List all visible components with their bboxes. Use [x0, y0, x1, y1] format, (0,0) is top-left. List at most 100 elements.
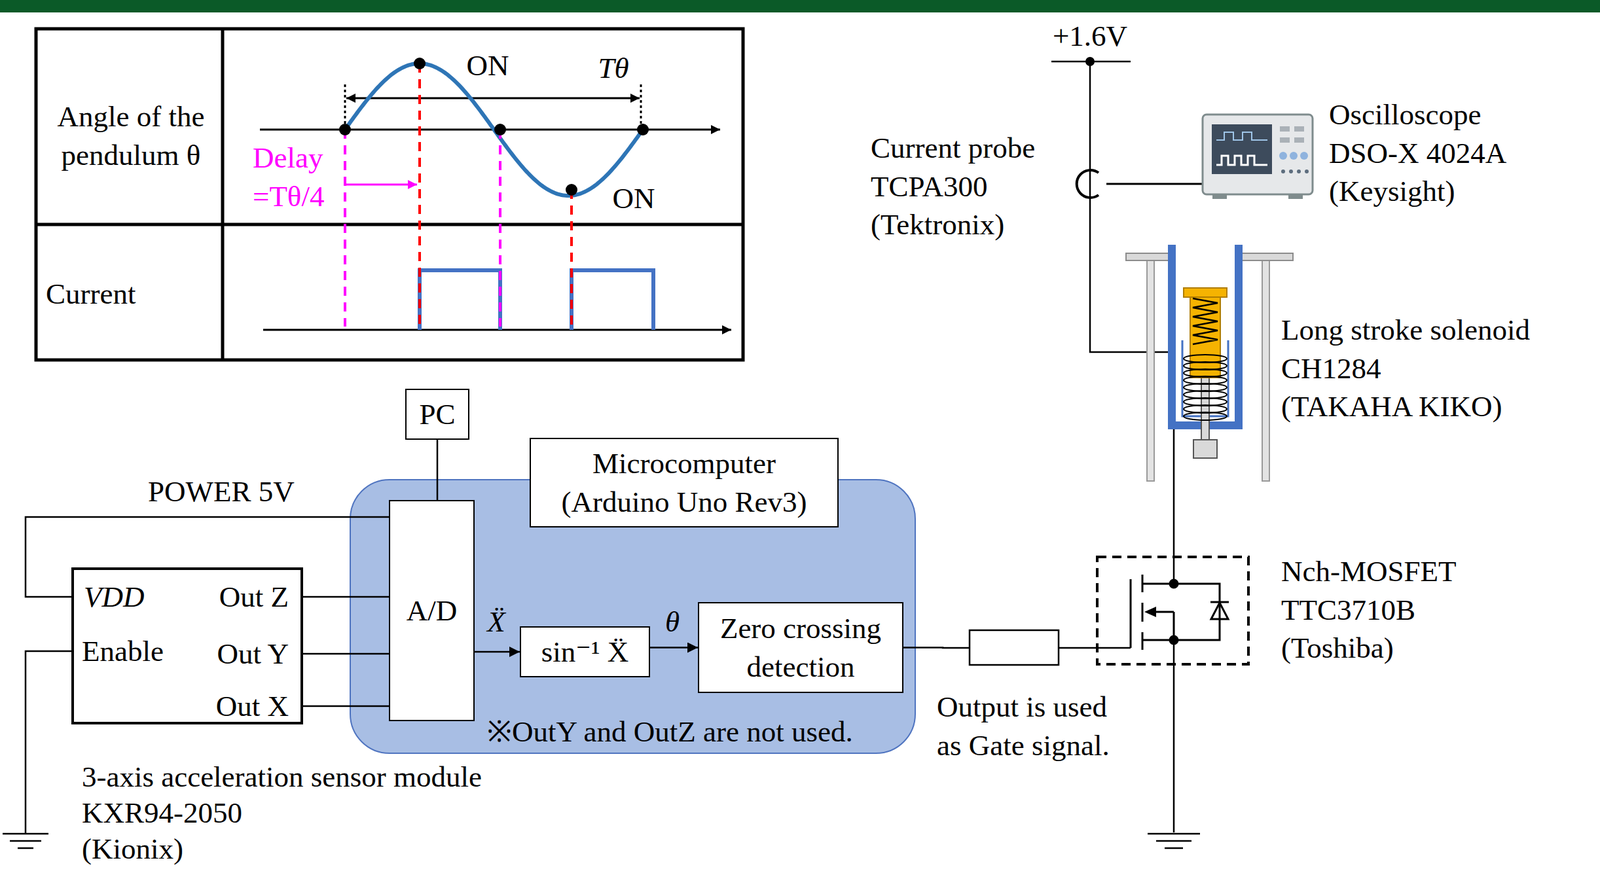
ground-symbol [1156, 840, 1192, 843]
supply-wire [1173, 418, 1184, 584]
node-text: Out Y [216, 635, 289, 674]
edge-label-holder: POWER 5V [147, 472, 295, 512]
text-line: Angle of the [57, 97, 205, 137]
ground-symbol [1164, 847, 1183, 850]
current-probe [1076, 170, 1099, 198]
text-line: Current probe [870, 128, 1036, 168]
connector [303, 705, 389, 708]
timing-table [36, 28, 744, 361]
label-holder: Nch-MOSFET TTC3710B (Toshiba) [1281, 552, 1457, 668]
node-text: Out X [216, 687, 289, 727]
connector [303, 596, 389, 599]
resistor-symbol [969, 630, 1059, 666]
mosfet-symbol [1141, 602, 1144, 622]
text-line: Oscilloscope [1328, 95, 1507, 135]
oscilloscope-icon [1281, 169, 1286, 174]
period-marker [346, 97, 640, 100]
mosfet-symbol [1169, 636, 1178, 645]
label-text: Output is used as Gate signal. [936, 688, 1110, 765]
edge-label-holder: Ẍ [487, 602, 506, 642]
solenoid-coil [1183, 298, 1227, 421]
microcomputer-label-box: Microcomputer (Arduino Uno Rev3) [529, 437, 839, 528]
text-line: as Gate signal. [936, 726, 1110, 766]
delay-arrow [345, 183, 418, 186]
period-marker [640, 84, 643, 129]
plunger-spring [1192, 298, 1218, 345]
node-text: A/D [406, 591, 458, 631]
ground-symbol [9, 840, 42, 843]
connector [303, 653, 389, 656]
oscilloscope-icon [1289, 169, 1293, 174]
label-text: Long stroke solenoid CH1284 (TAKAHA KIKO… [1281, 310, 1530, 427]
node-text: Enable [81, 632, 164, 672]
edge-label-holder: θ [665, 602, 680, 642]
solenoid-drawing [1183, 288, 1227, 298]
label-text: Angle of the pendulum θ [57, 97, 205, 175]
enable-wire [25, 651, 72, 835]
gate-signal-wire [903, 646, 970, 649]
text-holder: Out X [216, 687, 289, 727]
period-marker [344, 84, 347, 129]
time-axis [259, 128, 721, 131]
node-text: VDD [83, 578, 145, 617]
label-text: +1.6V [1052, 17, 1128, 56]
ground-symbol [17, 847, 34, 850]
mosfet-symbol [1210, 601, 1229, 604]
text-line: TTC3710B [1281, 591, 1457, 630]
mosfet-symbol [1097, 557, 1249, 665]
resistor-symbol [969, 630, 1059, 666]
oscilloscope-icon [1211, 124, 1273, 175]
time-axis [263, 329, 732, 332]
label-holder: Delay =Tθ/4 [252, 138, 325, 216]
oscilloscope-icon [1202, 114, 1313, 200]
text-line: Long stroke solenoid [1281, 310, 1530, 350]
timing-dashed-line [418, 63, 421, 327]
ground-symbol [1147, 833, 1200, 836]
node-text: PC [418, 395, 455, 435]
solenoid-drawing [1193, 439, 1218, 459]
wave-dot [565, 183, 578, 196]
zero-crossing-box: Zero crossing detection [697, 602, 904, 694]
solenoid-drawing [1201, 376, 1210, 446]
text-line: (Tektronix) [870, 205, 1036, 245]
current-pulse [419, 270, 501, 330]
solenoid-drawing [1146, 260, 1155, 482]
label-holder: ON [466, 46, 510, 86]
text-holder: ※OutY and OutZ are not used. [487, 712, 854, 752]
text-line: =Tθ/4 [252, 176, 325, 216]
microcomputer-region: Microcomputer (Arduino Uno Rev3)A/Dsin⁻¹… [350, 479, 916, 754]
text-line: 3-axis acceleration sensor module [81, 759, 482, 796]
label-holder: Output is used as Gate signal. [936, 688, 1110, 765]
text-line: Delay [252, 138, 325, 178]
text-line: pendulum θ [57, 135, 205, 175]
oscilloscope-icon [1289, 151, 1298, 160]
solenoid-drawing [1171, 244, 1239, 426]
text-line: (Toshiba) [1281, 629, 1457, 668]
coil-winding [1183, 412, 1227, 421]
label-text: 3-axis acceleration sensor module KXR94-… [81, 759, 482, 868]
text-line: (Arduino Uno Rev3) [561, 483, 808, 522]
oscilloscope-icon [1296, 169, 1301, 174]
supply-dot [1085, 56, 1095, 67]
title-bar [0, 0, 1600, 13]
current-pulse [419, 270, 654, 330]
supply-wire [1173, 640, 1176, 833]
sensor-module-box: VDDEnableOut ZOut YOut X [71, 567, 304, 725]
label-holder: +1.6V [1052, 17, 1128, 56]
label-text: ON [612, 179, 656, 219]
supply-dot [1085, 56, 1095, 67]
time-axis [259, 129, 732, 330]
wave-dot [413, 57, 426, 70]
edge-label: POWER 5V [147, 472, 295, 512]
oscilloscope-icon [1202, 114, 1313, 195]
supply-wire [1058, 647, 1131, 650]
text-line: (TAKAHA KIKO) [1281, 387, 1530, 427]
label-holder: Long stroke solenoid CH1284 (TAKAHA KIKO… [1281, 310, 1530, 427]
ad-converter-box: A/D [388, 500, 475, 722]
oscilloscope-icon [1304, 169, 1309, 174]
label-text: ON [466, 46, 510, 86]
wave-dot [339, 123, 351, 136]
text-line: TCPA300 [870, 167, 1036, 207]
text-line: (Keysight) [1328, 172, 1507, 211]
